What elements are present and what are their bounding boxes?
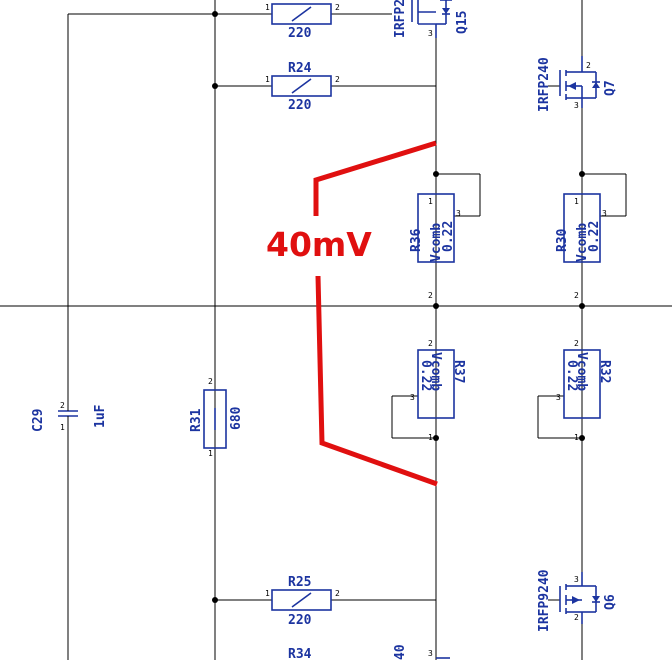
resistor-r24[interactable]: R24 1 2 220 (265, 61, 340, 113)
r31-ref: R31 (189, 408, 204, 432)
junction-dot (579, 435, 585, 441)
svg-text:3: 3 (428, 29, 433, 38)
svg-text:2: 2 (586, 61, 591, 70)
svg-text:1: 1 (428, 197, 433, 206)
q6-part: IRFP9240 (537, 569, 552, 632)
r37-ref: R37 (451, 360, 466, 383)
svg-text:1: 1 (208, 449, 213, 458)
resistor-r30[interactable]: 1 2 3 R30 Vcomb 0.22 (555, 194, 607, 300)
resistor-r36[interactable]: 1 2 3 R36 Vcomb 0.22 (409, 194, 461, 300)
svg-text:1: 1 (265, 3, 270, 12)
junction-dot (433, 435, 439, 441)
r24-value: 220 (288, 98, 312, 113)
r32-ref: R32 (597, 360, 612, 383)
r25-value: 220 (288, 613, 312, 628)
q7-ref: Q7 (603, 80, 618, 96)
junction-dot (212, 83, 218, 89)
mosfet-q6[interactable]: 3 2 IRFP9240 Q6 (537, 569, 618, 632)
svg-text:2: 2 (335, 589, 340, 598)
junction-dot (212, 11, 218, 17)
svg-text:3: 3 (574, 101, 579, 110)
junction-dot (579, 171, 585, 177)
r32-type: Vcomb (574, 352, 589, 391)
svg-text:3: 3 (556, 393, 561, 402)
q7-part: IRFP240 (537, 57, 552, 112)
q15-part: IRFP24 (393, 0, 408, 38)
svg-text:3: 3 (602, 209, 607, 218)
c29-value: 1uF (93, 404, 108, 428)
svg-text:2: 2 (574, 339, 579, 348)
svg-text:2: 2 (60, 401, 65, 410)
svg-text:3: 3 (428, 649, 433, 658)
r31-value: 680 (229, 406, 244, 430)
svg-text:1: 1 (265, 75, 270, 84)
svg-text:2: 2 (574, 291, 579, 300)
resistor-r25[interactable]: R25 1 2 220 (265, 575, 340, 628)
capacitor-c29[interactable]: 2 1 C29 1uF (31, 400, 108, 432)
junction-dot (433, 303, 439, 309)
q6-ref: Q6 (603, 594, 618, 610)
resistor-r34[interactable]: R34 (288, 647, 312, 660)
svg-text:1: 1 (60, 423, 65, 432)
mosfet-q7[interactable]: 2 3 IRFP240 Q7 (537, 56, 618, 112)
junction-dot (579, 303, 585, 309)
svg-text:1: 1 (574, 197, 579, 206)
resistor-r-top[interactable]: 1 2 220 (265, 3, 340, 41)
junction-dot (433, 171, 439, 177)
r37-type: Vcomb (428, 352, 443, 391)
resistor-r32[interactable]: 2 1 3 0.22 Vcomb R32 (556, 339, 612, 442)
r30-value: 0.22 (587, 221, 602, 252)
svg-text:2: 2 (428, 339, 433, 348)
svg-text:3: 3 (456, 209, 461, 218)
svg-text:2: 2 (428, 291, 433, 300)
r30-ref: R30 (555, 228, 570, 252)
annotation-label: 40mV (266, 225, 372, 264)
svg-text:3: 3 (410, 393, 415, 402)
svg-text:1: 1 (428, 433, 433, 442)
svg-text:2: 2 (335, 75, 340, 84)
r36-value: 0.22 (441, 221, 456, 252)
r36-ref: R36 (409, 228, 424, 252)
resistor-r31[interactable]: 2 1 R31 680 (189, 377, 244, 458)
mosfet-q15[interactable]: 3 IRFP24 Q15 (393, 0, 470, 38)
svg-text:2: 2 (574, 613, 579, 622)
r34-ref: R34 (288, 647, 312, 660)
svg-text:2: 2 (208, 377, 213, 386)
svg-text:1: 1 (574, 433, 579, 442)
svg-text:2: 2 (335, 3, 340, 12)
q15-ref: Q15 (455, 11, 470, 34)
mosfet-bottom-partial[interactable]: 3 40 (393, 644, 450, 660)
svg-text:3: 3 (574, 575, 579, 584)
junctions (212, 11, 585, 603)
r24-ref: R24 (288, 61, 312, 76)
junction-dot (212, 597, 218, 603)
resistor-r37[interactable]: 2 1 3 0.22 Vcomb R37 (410, 339, 466, 442)
r-top-value: 220 (288, 26, 312, 41)
svg-text:1: 1 (265, 589, 270, 598)
c29-ref: C29 (31, 409, 46, 432)
q-bottom-part: 40 (393, 644, 408, 660)
r25-ref: R25 (288, 575, 311, 590)
voltage-annotation: 40mV (266, 143, 437, 484)
